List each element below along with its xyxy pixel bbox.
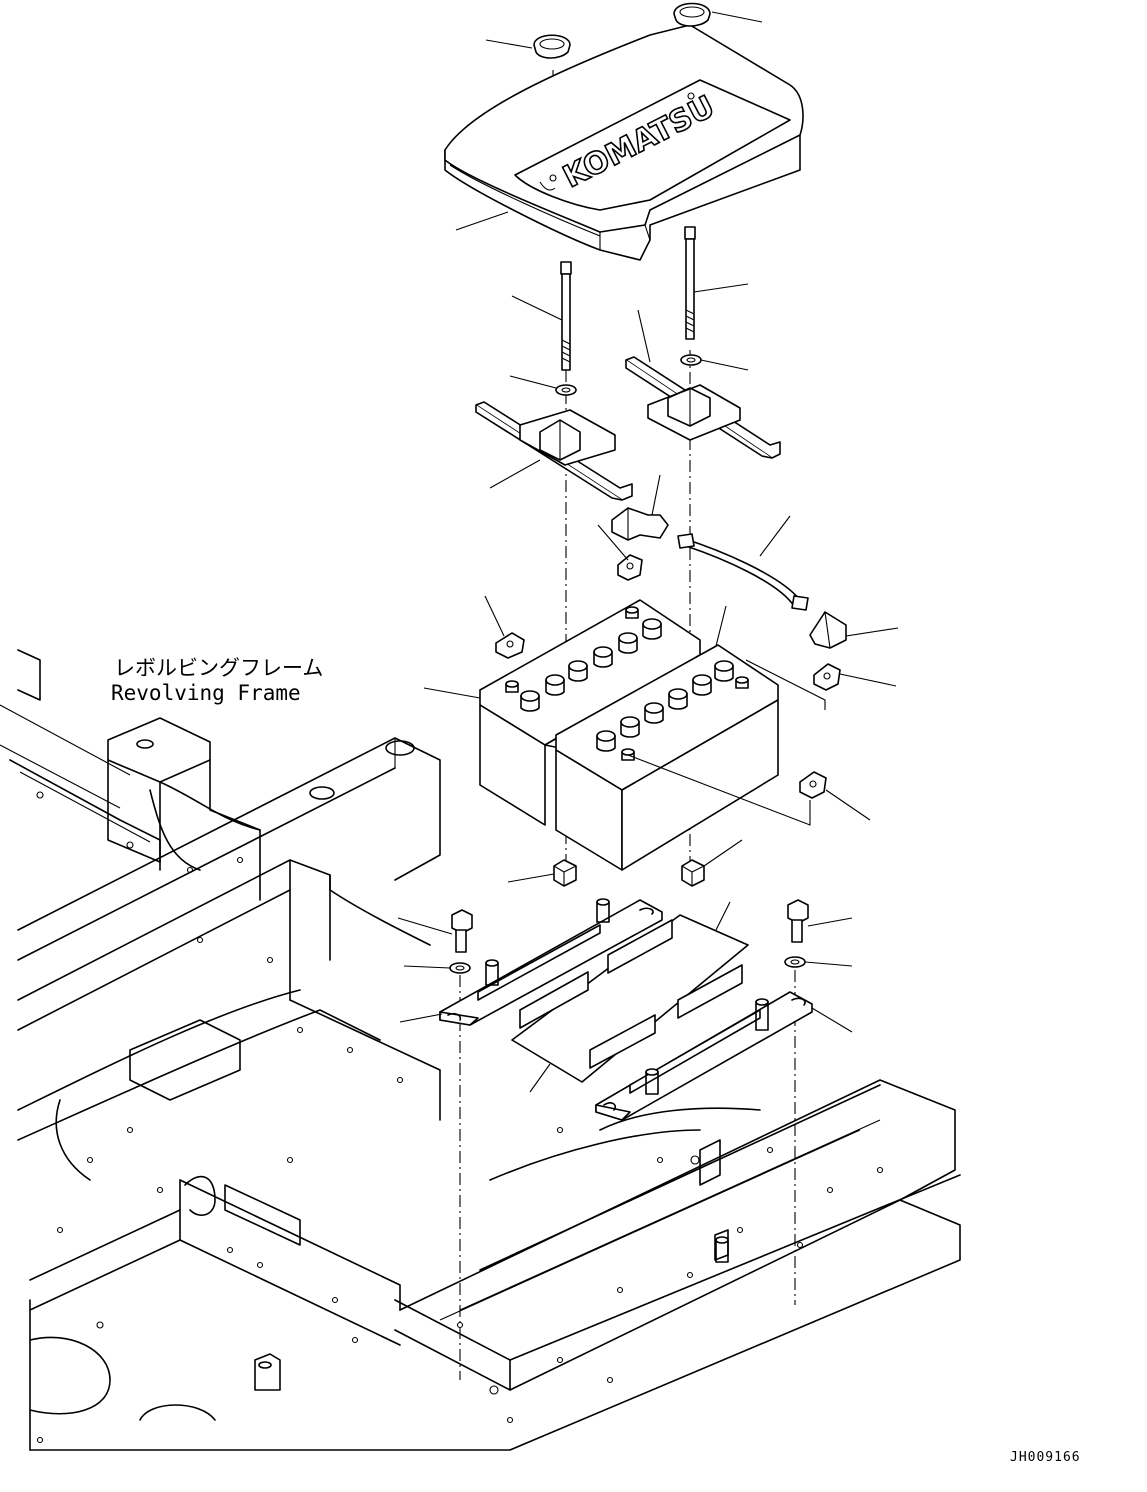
hold-down-bracket-right (625, 356, 781, 459)
frame-hole (36, 791, 884, 1444)
terminal-clamp (495, 632, 525, 659)
washer (449, 354, 806, 974)
nut (553, 859, 705, 887)
battery-tray-bracket (595, 991, 813, 1121)
terminal-clamp (813, 663, 841, 691)
connecting-cable (677, 533, 809, 611)
terminal-cover (611, 507, 669, 541)
rubber-pad (511, 914, 749, 1083)
terminal-cover (809, 611, 847, 649)
terminal-clamp (799, 771, 827, 799)
battery-post (505, 606, 639, 693)
revolving-frame (0, 649, 961, 1451)
drawing-code: JH009166 (1010, 1450, 1081, 1465)
battery-cell-cap (596, 660, 734, 752)
terminal-clamp (617, 554, 643, 581)
battery-cover: KOMATSU (444, 24, 804, 261)
cap-knob-right (673, 2, 711, 27)
hold-down-rod-right (684, 226, 696, 340)
battery-post (621, 676, 749, 761)
frame-label-english: Revolving Frame (111, 681, 301, 705)
frame-pin (258, 1236, 729, 1369)
battery-tray-bracket (439, 898, 663, 1026)
frame-label-japanese: レボルビングフレーム (114, 656, 323, 680)
cap-knob-left (533, 34, 571, 59)
battery-cell-cap (520, 618, 662, 712)
battery-right (555, 644, 779, 871)
hold-down-bracket-left (475, 401, 633, 501)
hold-down-rod-left (560, 261, 572, 371)
leader-line (397, 11, 899, 1093)
bolt (451, 899, 809, 953)
